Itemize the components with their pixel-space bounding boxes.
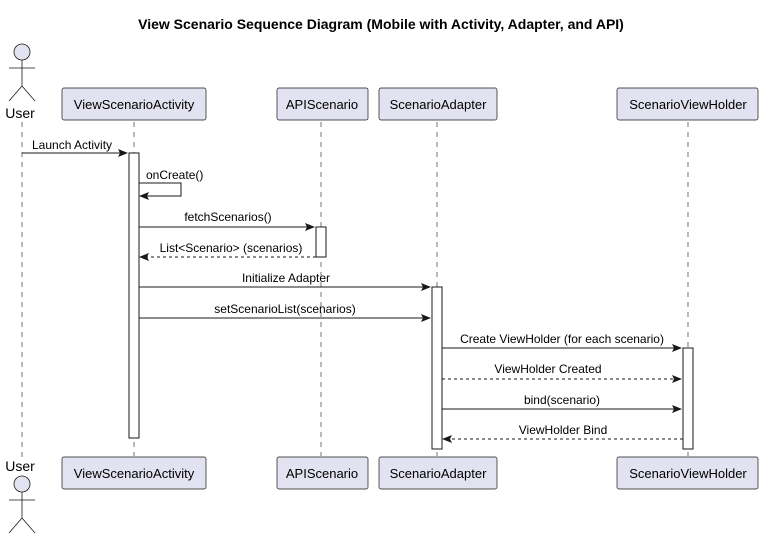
message-set-scenario-list: setScenarioList(scenarios) [139, 302, 431, 322]
message-create-viewholder: Create ViewHolder (for each scenario) [442, 332, 682, 352]
svg-text:Create ViewHolder (for each sc: Create ViewHolder (for each scenario) [460, 332, 664, 346]
svg-text:ViewScenarioActivity: ViewScenarioActivity [74, 97, 195, 112]
actor-head-icon [13, 475, 31, 493]
participant-activity-bottom: ViewScenarioActivity [61, 456, 207, 490]
message-initialize-adapter: Initialize Adapter [139, 271, 431, 291]
holder-activation [682, 347, 694, 450]
svg-text:ScenarioViewHolder: ScenarioViewHolder [629, 97, 747, 112]
participant-adapter-top: ScenarioAdapter [378, 87, 498, 121]
svg-text:fetchScenarios(): fetchScenarios() [184, 210, 271, 224]
svg-text:ViewHolder Bind: ViewHolder Bind [519, 423, 608, 437]
svg-text:Initialize Adapter: Initialize Adapter [242, 271, 330, 285]
message-oncreate: onCreate() [139, 168, 203, 200]
user-actor-top: User [5, 43, 36, 121]
participant-holder-top: ScenarioViewHolder [616, 87, 759, 121]
participant-activity-top: ViewScenarioActivity [61, 87, 207, 121]
message-viewholder-bind: ViewHolder Bind [442, 423, 683, 443]
svg-text:ScenarioAdapter: ScenarioAdapter [390, 97, 488, 112]
participant-api-top: APIScenario [276, 87, 369, 121]
svg-text:ViewHolder Created: ViewHolder Created [494, 362, 601, 376]
activity-activation [128, 152, 140, 439]
api-activation [315, 226, 327, 258]
user-label-bottom: User [5, 458, 35, 474]
svg-text:APIScenario: APIScenario [286, 466, 358, 481]
svg-text:setScenarioList(scenarios): setScenarioList(scenarios) [214, 302, 355, 316]
svg-text:ViewScenarioActivity: ViewScenarioActivity [74, 466, 195, 481]
participant-api-bottom: APIScenario [276, 456, 369, 490]
adapter-activation [431, 286, 443, 450]
svg-text:List<Scenario> (scenarios): List<Scenario> (scenarios) [160, 241, 303, 255]
message-viewholder-created: ViewHolder Created [442, 362, 682, 383]
svg-text:ScenarioAdapter: ScenarioAdapter [390, 466, 488, 481]
message-launch-activity: Launch Activity [22, 138, 128, 157]
participant-holder-bottom: ScenarioViewHolder [616, 456, 759, 490]
svg-text:bind(scenario): bind(scenario) [524, 393, 600, 407]
diagram-title: View Scenario Sequence Diagram (Mobile w… [138, 16, 624, 32]
message-list-scenarios: List<Scenario> (scenarios) [139, 241, 316, 261]
message-fetch-scenarios: fetchScenarios() [139, 210, 315, 231]
svg-text:onCreate(): onCreate() [146, 168, 203, 182]
svg-text:Launch Activity: Launch Activity [32, 138, 112, 152]
svg-text:ScenarioViewHolder: ScenarioViewHolder [629, 466, 747, 481]
message-bind-scenario: bind(scenario) [442, 393, 682, 413]
svg-text:APIScenario: APIScenario [286, 97, 358, 112]
actor-head-icon [13, 43, 31, 61]
user-actor-bottom: User [5, 458, 36, 534]
user-label-top: User [5, 105, 35, 121]
participant-adapter-bottom: ScenarioAdapter [378, 456, 498, 490]
